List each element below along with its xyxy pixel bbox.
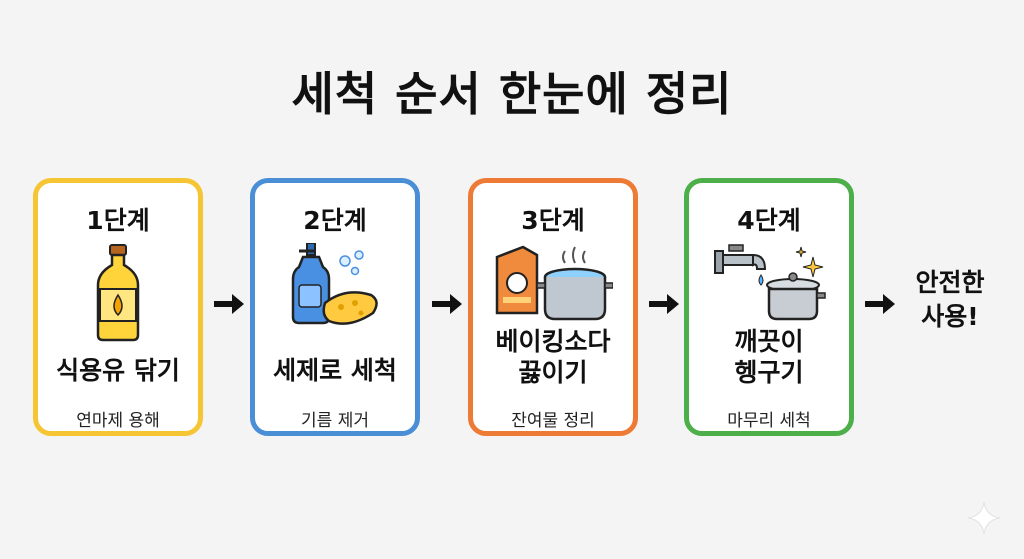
detergent-sponge-icon bbox=[285, 242, 385, 332]
step-card-1: 1단계 식용유 닦기 연마제 용해 bbox=[33, 178, 203, 436]
sparkle-watermark-icon bbox=[966, 500, 1002, 540]
page-title: 세척 순서 한눈에 정리 bbox=[291, 67, 733, 121]
step-description: 기름 제거 bbox=[301, 411, 369, 431]
step-action: 베이킹소다 끓이기 bbox=[495, 327, 611, 387]
step-label: 4단계 bbox=[737, 206, 801, 235]
arrow-right-icon bbox=[212, 291, 246, 321]
step-card-3: 3단계 베이킹소다 끓이기 잔여물 정리 bbox=[468, 178, 638, 436]
baking-soda-pot-icon bbox=[493, 243, 614, 327]
oil-bottle-icon bbox=[88, 243, 148, 347]
step-action: 식용유 닦기 bbox=[56, 356, 180, 385]
step-label: 3단계 bbox=[521, 206, 585, 235]
step-description: 마무리 세척 bbox=[727, 411, 811, 431]
step-action: 세제로 세척 bbox=[273, 356, 397, 385]
step-description: 연마제 용해 bbox=[76, 411, 160, 431]
step-description: 잔여물 정리 bbox=[511, 411, 595, 431]
arrow-right-icon bbox=[430, 291, 464, 321]
step-action: 깨끗이 헹구기 bbox=[734, 327, 804, 387]
step-card-4: 4단계 깨끗이 헹구기 마무리 세척 bbox=[684, 178, 854, 436]
arrow-right-icon bbox=[863, 291, 897, 321]
step-label: 2단계 bbox=[303, 206, 367, 235]
faucet-pot-icon bbox=[709, 243, 829, 327]
final-result: 안전한 사용! bbox=[915, 268, 985, 331]
arrow-right-icon bbox=[647, 291, 681, 321]
step-card-2: 2단계 세제로 세척 기름 제거 bbox=[250, 178, 420, 436]
step-label: 1단계 bbox=[86, 206, 150, 235]
